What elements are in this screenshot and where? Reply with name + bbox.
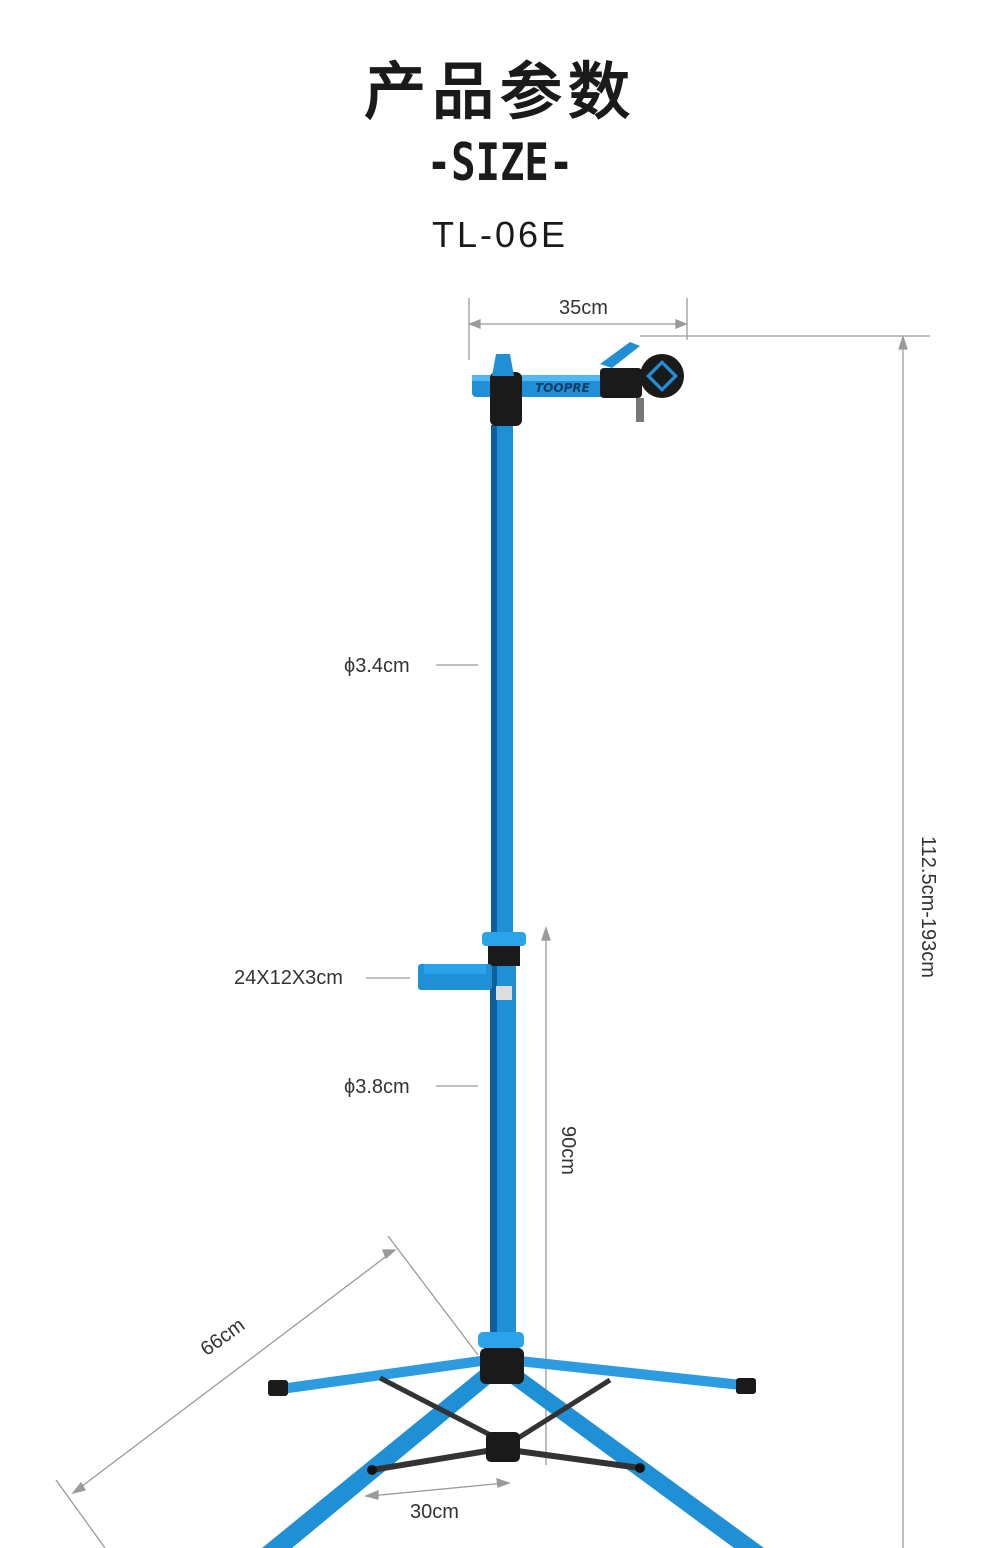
total-height-label: 112.5cm-193cm	[917, 836, 939, 978]
page-subtitle: -SIZE-	[426, 133, 574, 193]
clamp-head: TOOPRE	[472, 342, 684, 426]
brand-mark: TOOPRE	[535, 381, 591, 395]
leg-span-label: 30cm	[410, 1501, 459, 1523]
tray-size-label: 24X12X3cm	[234, 967, 343, 989]
tripod-legs	[262, 1356, 764, 1548]
main-tube	[418, 425, 526, 1462]
base-height-label: 90cm	[557, 1126, 579, 1175]
page-title: 产品参数	[363, 55, 636, 128]
dimension-lines	[55, 298, 930, 1548]
model-number: TL-06E	[431, 214, 569, 255]
arm-width-label: 35cm	[559, 297, 608, 319]
lower-tube-label: ϕ3.8cm	[344, 1076, 410, 1098]
upper-tube-label: ϕ3.4cm	[344, 655, 410, 677]
